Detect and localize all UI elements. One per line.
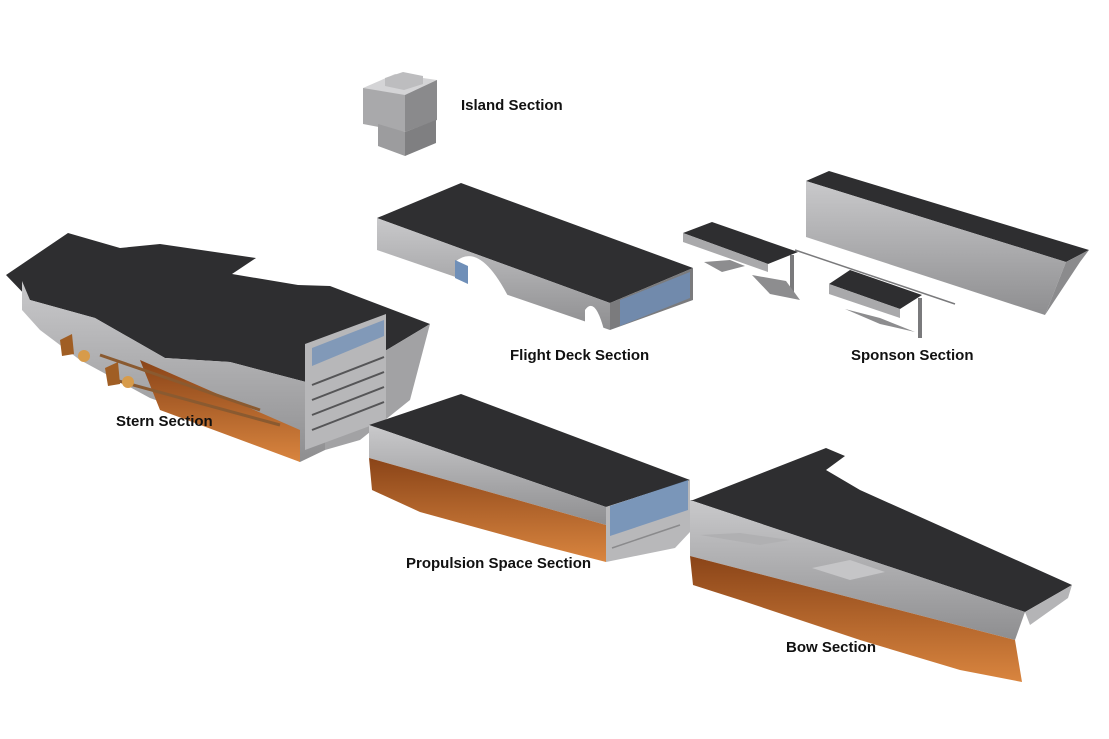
flight-deck-section-label: Flight Deck Section bbox=[510, 347, 650, 364]
flight-deck-section bbox=[377, 183, 693, 330]
island-section-label: Island Section bbox=[461, 97, 563, 114]
propulsion-space-section bbox=[369, 394, 690, 562]
island-section bbox=[363, 72, 437, 156]
sponson-section bbox=[683, 171, 1089, 338]
stern-section bbox=[6, 233, 430, 462]
bow-section bbox=[690, 448, 1072, 682]
bow-section-label: Bow Section bbox=[786, 639, 877, 656]
stern-section-label: Stern Section bbox=[116, 413, 213, 430]
sponson-section-label: Sponson Section bbox=[851, 347, 974, 364]
propulsion-space-section-label: Propulsion Space Section bbox=[406, 555, 592, 572]
